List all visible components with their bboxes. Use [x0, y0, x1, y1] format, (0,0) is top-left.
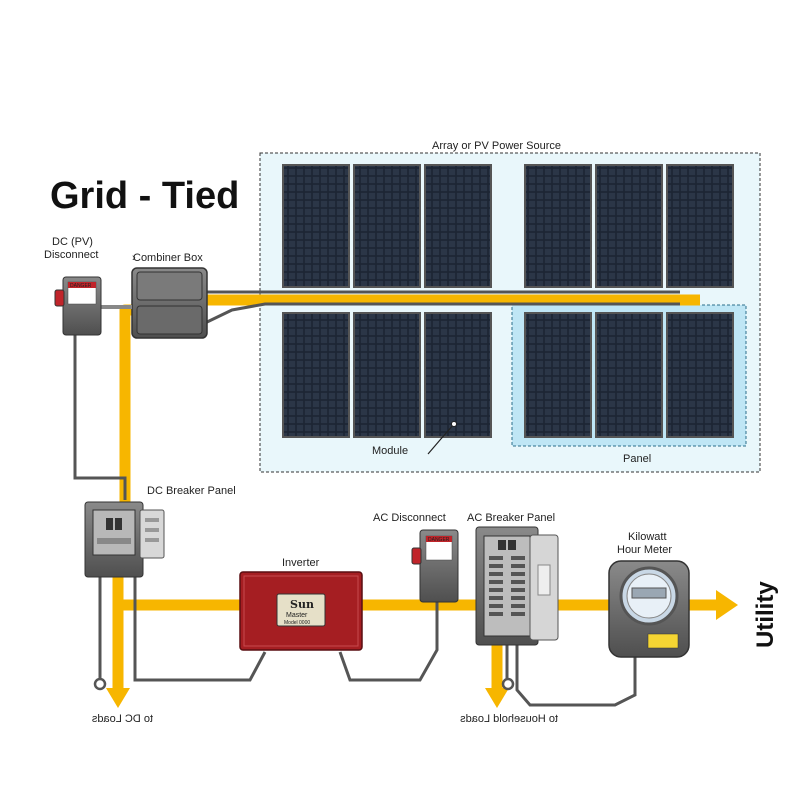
to-dc-loads-label: to DC Loads — [91, 713, 153, 725]
module-pointer — [427, 423, 455, 455]
meter-tag — [647, 633, 679, 649]
inverter: Sun Master Model 0000 — [239, 571, 363, 651]
pv-module — [595, 312, 663, 438]
pv-module — [666, 164, 734, 288]
ac-breaker-panel — [475, 526, 559, 646]
pv-module — [595, 164, 663, 288]
inverter-model: Model 0000 — [284, 620, 310, 626]
cable-dc-disconnect-down — [73, 320, 127, 500]
pv-module — [282, 164, 350, 288]
combiner-box-label: Combiner Box — [133, 252, 203, 264]
pv-module — [353, 312, 421, 438]
dc-disconnect-handle — [54, 289, 65, 307]
kwh-meter-label-line2: Hour Meter — [617, 544, 672, 556]
panel-label: Panel — [623, 453, 651, 465]
utility-label: Utility — [752, 581, 779, 648]
pv-module — [424, 312, 492, 438]
cable-inverter-to-ac-disconnect — [338, 600, 439, 682]
module-label: Module — [372, 445, 408, 457]
inverter-brand-line2: Master — [286, 612, 308, 619]
module-pointer-dot — [451, 421, 457, 427]
pv-module — [524, 312, 592, 438]
combiner-box — [100, 267, 208, 339]
ac-disconnect-handle — [411, 547, 422, 565]
dc-disconnect-label-line2: Disconnect — [44, 249, 98, 261]
ground-terminal-ac — [501, 677, 515, 691]
to-household-loads-label: to Household Loads — [460, 713, 558, 725]
cable-array-bottom — [204, 302, 680, 325]
pv-module — [353, 164, 421, 288]
combiner-box-pointer-icon: › — [132, 252, 136, 264]
cable-ac-breaker-to-meter — [515, 645, 637, 707]
ac-disconnect: DANGER — [411, 529, 459, 603]
cable-dc-panel-to-inverter — [133, 575, 267, 682]
pv-module — [282, 312, 350, 438]
pv-module — [424, 164, 492, 288]
breaker-switches — [489, 556, 525, 616]
ac-disconnect-warning-tag: DANGER — [428, 537, 450, 543]
array-label: Array or PV Power Source — [432, 140, 561, 152]
ground-terminal-dc — [93, 677, 107, 691]
inverter-label: Inverter — [282, 557, 320, 569]
arrow-household-loads — [485, 688, 509, 708]
dc-breaker-panel — [84, 501, 165, 578]
arrow-utility — [716, 590, 738, 620]
dc-disconnect: DANGER — [54, 276, 102, 336]
arrow-dc-loads — [106, 688, 130, 708]
kwh-meter — [608, 560, 690, 658]
pv-module — [524, 164, 592, 288]
dc-disconnect-label-line1: DC (PV) — [52, 236, 93, 248]
diagram-title: Grid - Tied — [50, 175, 239, 217]
pv-array-modules — [282, 164, 734, 438]
kwh-meter-label-line1: Kilowatt — [628, 531, 667, 543]
inverter-brand: Sun — [290, 598, 314, 611]
pv-module — [666, 312, 734, 438]
dc-disconnect-warning-tag: DANGER — [70, 283, 92, 289]
ac-breaker-panel-label: AC Breaker Panel — [467, 512, 555, 524]
ac-disconnect-label: AC Disconnect — [373, 512, 446, 524]
conduit-cables — [73, 290, 680, 707]
dc-breaker-panel-label: DC Breaker Panel — [147, 485, 236, 497]
